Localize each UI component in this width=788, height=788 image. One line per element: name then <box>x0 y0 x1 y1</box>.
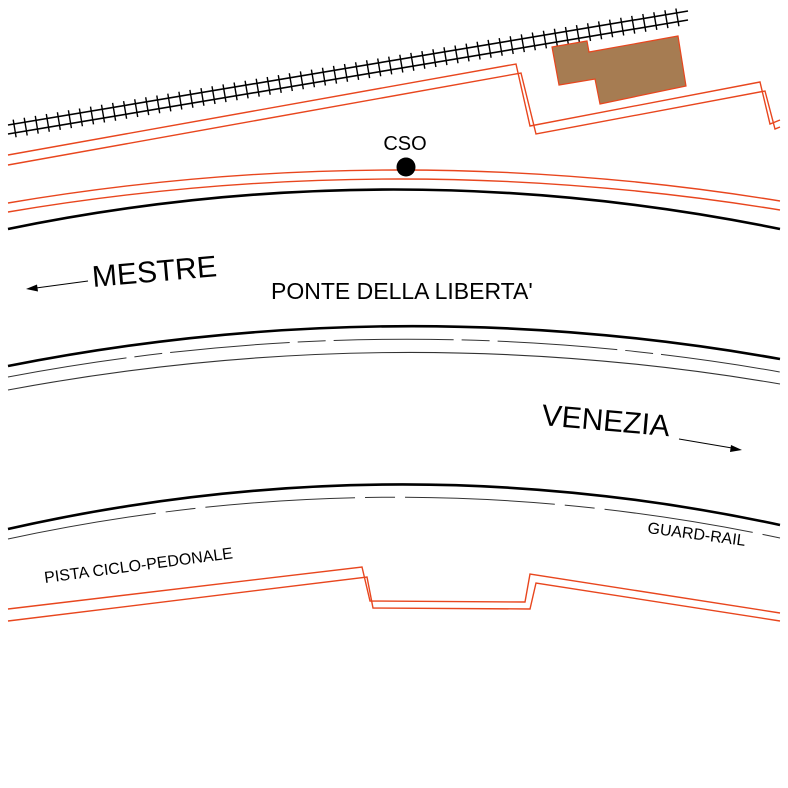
railway-sleeper <box>89 106 95 125</box>
cycle-path-boundary-upper <box>7 566 781 614</box>
railway-sleeper <box>277 74 282 94</box>
arrow-east-head-icon <box>730 445 742 452</box>
railway-sleeper <box>255 78 260 97</box>
road-edge-north <box>7 188 781 231</box>
railway-sleeper <box>189 89 194 108</box>
railway-rail-lower <box>7 19 689 135</box>
railway-sleeper <box>222 84 227 103</box>
railway-sleeper <box>200 87 205 106</box>
railway-sleeper <box>12 119 17 138</box>
railway-sleeper <box>111 102 117 121</box>
road-edge-south <box>7 483 781 531</box>
railway-sleeper <box>45 113 50 132</box>
building <box>551 35 687 105</box>
railway-sleeper <box>553 28 559 47</box>
railway-sleeper <box>365 60 371 79</box>
railway-sleeper <box>410 52 415 71</box>
railway-sleeper <box>332 65 338 84</box>
railway-sleeper <box>509 36 514 55</box>
station-label: CSO <box>383 133 426 155</box>
railway-sleeper <box>465 43 470 62</box>
railway-sleeper <box>299 71 304 90</box>
railway-sleeper <box>620 17 625 36</box>
railway-boundary-lower <box>7 63 781 156</box>
railway-sleeper <box>67 110 73 129</box>
railway-sleeper <box>156 95 161 114</box>
railway-sleeper <box>498 37 503 56</box>
road-edge-middle <box>7 324 781 368</box>
railway-sleeper <box>597 21 603 40</box>
railway-sleeper <box>454 45 459 64</box>
railway-sleeper <box>399 54 404 73</box>
railway-sleepers <box>12 8 680 138</box>
railway-sleeper <box>56 112 61 131</box>
railway-sleeper <box>178 91 183 110</box>
road <box>7 188 781 540</box>
railway-sleeper <box>520 34 525 53</box>
railway-sleeper <box>134 99 139 118</box>
railway-sleeper <box>145 97 150 116</box>
railway-sleeper <box>608 19 614 38</box>
railway-sleeper <box>487 39 492 58</box>
railway-sleeper <box>78 108 84 127</box>
venezia-label: VENEZIA <box>540 399 671 443</box>
mestre-label: MESTRE <box>91 250 218 294</box>
railway-sleeper <box>531 32 536 51</box>
roadside-boundary-lower <box>7 178 781 213</box>
lane-edge-middle <box>7 351 781 391</box>
railway-sleeper <box>354 62 360 81</box>
railway-sleeper <box>211 86 216 105</box>
railway-sleeper <box>310 69 316 88</box>
lane-marking-middle <box>7 338 781 378</box>
roadside-boundary-upper <box>7 169 781 204</box>
railway-rail-upper <box>7 10 689 126</box>
railway-sleeper <box>100 104 106 123</box>
railway-sleeper <box>564 26 570 45</box>
cycle-path-label: PISTA CICLO-PEDONALE <box>43 545 234 587</box>
railway-sleeper <box>575 24 581 44</box>
boundary-lines-top <box>7 63 781 213</box>
railway-sleeper <box>586 23 592 42</box>
railway-sleeper <box>343 63 349 82</box>
railway-sleeper <box>653 12 658 31</box>
railway-sleeper <box>476 41 481 60</box>
arrow-west-head-icon <box>26 284 38 292</box>
arrow-east-icon <box>678 438 733 449</box>
railway-sleeper <box>443 47 448 66</box>
railway-boundary-upper <box>7 72 781 166</box>
railway-sleeper <box>642 13 647 32</box>
railway-sleeper <box>421 50 426 69</box>
railway-sleeper <box>122 100 128 119</box>
railway-sleeper <box>631 15 636 34</box>
boundary-lines-bottom <box>7 566 781 622</box>
railway-sleeper <box>23 117 28 136</box>
railway-sleeper <box>675 8 680 27</box>
railway-sleeper <box>34 115 39 134</box>
railway-sleeper <box>244 80 249 99</box>
railway-sleeper <box>542 30 548 49</box>
railway-sleeper <box>388 56 393 75</box>
cycle-path-boundary-lower <box>7 576 781 622</box>
railway-sleeper <box>377 58 382 77</box>
railway-sleeper <box>321 67 327 86</box>
railway-sleeper <box>432 49 437 68</box>
railway-sleeper <box>288 73 293 92</box>
guard-rail-label: GUARD-RAIL <box>646 520 746 550</box>
railway-sleeper <box>167 93 172 112</box>
station-marker-icon[interactable] <box>396 157 416 177</box>
railway-sleeper <box>664 10 669 29</box>
arrow-west-icon <box>35 280 89 289</box>
railway <box>7 8 689 138</box>
lane-marking-south <box>7 496 781 540</box>
bridge-label: PONTE DELLA LIBERTA' <box>271 278 533 304</box>
railway-sleeper <box>266 76 271 95</box>
railway-sleeper <box>233 82 238 101</box>
